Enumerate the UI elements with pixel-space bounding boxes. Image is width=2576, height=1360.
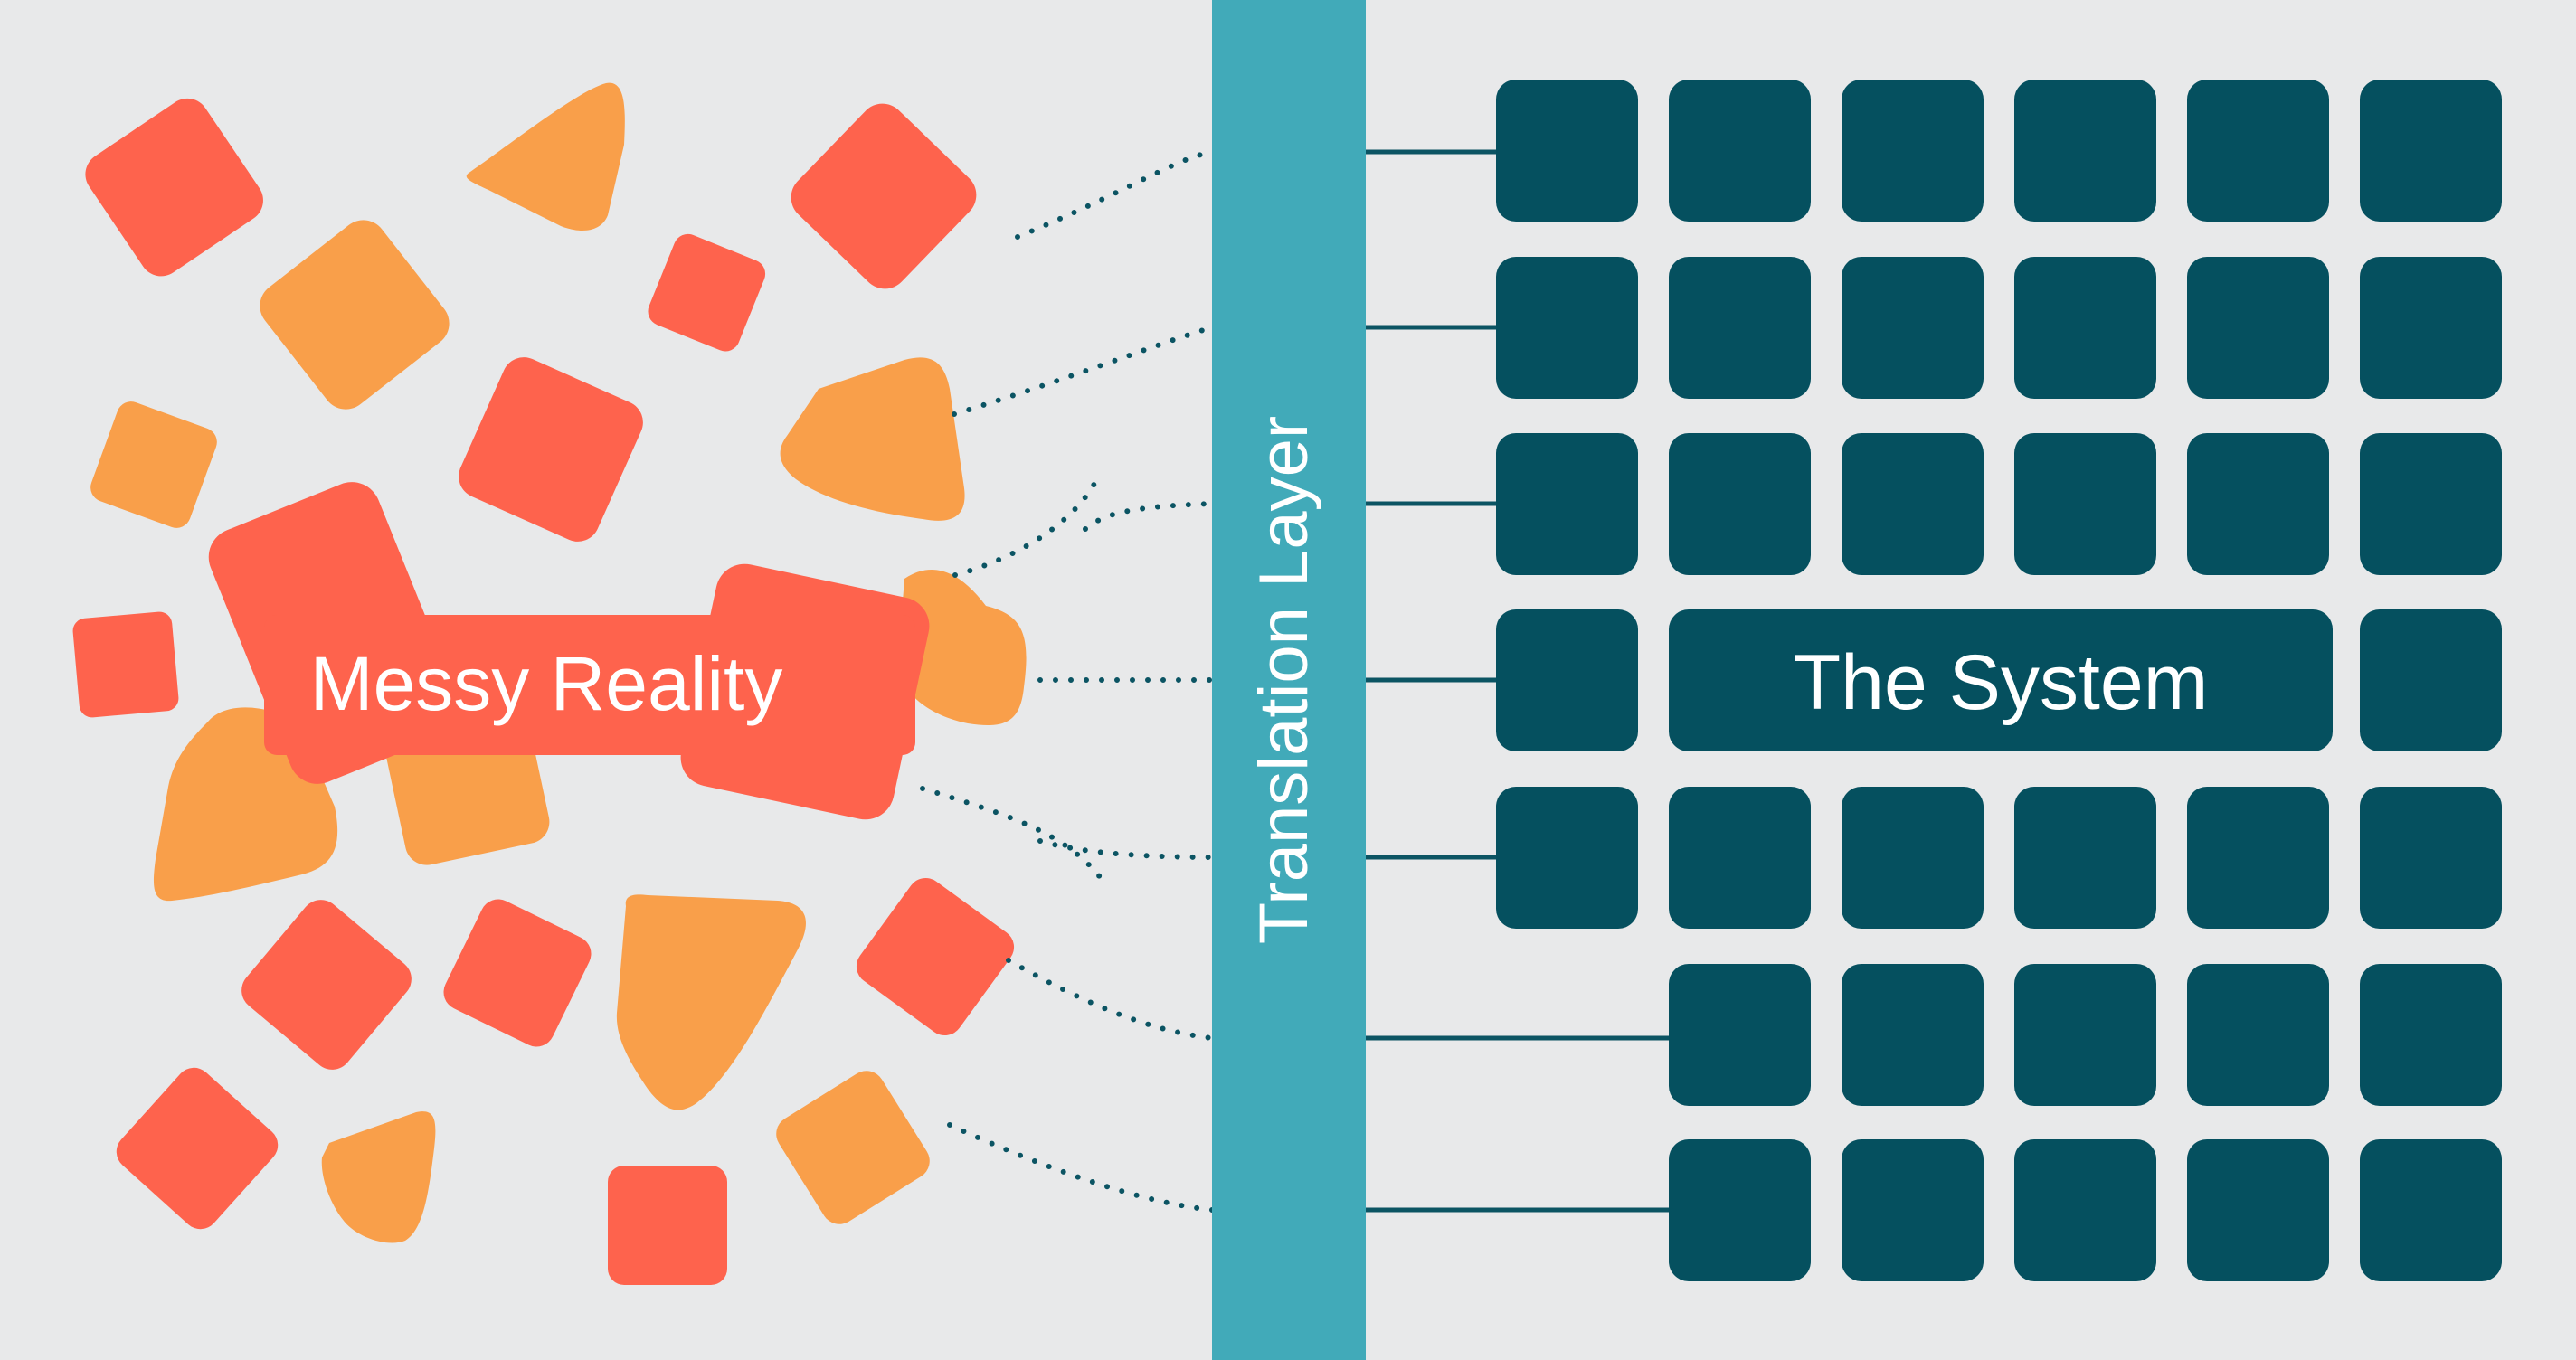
dotted-connector <box>920 786 1106 884</box>
system-block <box>1842 433 1984 575</box>
dotted-connector <box>952 472 1102 578</box>
system-block <box>2014 964 2156 1106</box>
translation-layer-label: Translation Layer <box>1245 416 1322 944</box>
system-block <box>2187 433 2329 575</box>
system-block <box>2360 964 2502 1106</box>
system-block <box>1842 80 1984 222</box>
system-block <box>1669 257 1811 399</box>
system-block <box>2360 1139 2502 1281</box>
system-grid <box>1496 80 2502 1281</box>
system-block <box>1842 257 1984 399</box>
dotted-connector <box>947 1122 1215 1213</box>
messy-shape-orange <box>90 401 217 528</box>
system-block <box>1496 609 1638 751</box>
the-system-label: The System <box>1794 639 2209 726</box>
system-block <box>1496 257 1638 399</box>
system-block <box>2360 609 2502 751</box>
dotted-connector <box>1083 501 1215 532</box>
system-connectors <box>1366 149 1669 1213</box>
messy-shape-red <box>856 877 1015 1036</box>
messy-shape-red <box>608 1166 727 1285</box>
messy-shape-orange <box>260 220 450 410</box>
dotted-connectors <box>920 149 1215 1213</box>
messy-shape-orange <box>776 1071 930 1224</box>
system-block <box>2014 1139 2156 1281</box>
system-block <box>1842 1139 1984 1281</box>
system-block <box>1669 787 1811 929</box>
system-block <box>1669 80 1811 222</box>
messy-shape-orange <box>466 82 625 231</box>
dotted-connector <box>952 325 1215 417</box>
system-block <box>2014 787 2156 929</box>
messy-shape-red <box>72 611 179 718</box>
messy-shape-red <box>459 357 643 542</box>
system-block <box>2187 1139 2329 1281</box>
messy-shape-red <box>443 899 592 1047</box>
system-block <box>2360 433 2502 575</box>
system-block <box>2014 257 2156 399</box>
system-block <box>1496 787 1638 929</box>
system-block <box>1669 1139 1811 1281</box>
system-block <box>2187 787 2329 929</box>
the-system-block: The System <box>1669 609 2333 751</box>
system-block <box>1496 80 1638 222</box>
messy-shape-orange <box>780 357 965 521</box>
dotted-connector <box>1015 149 1215 240</box>
dotted-connector <box>1006 958 1215 1041</box>
messy-shape-red <box>648 233 766 352</box>
messy-shape-red <box>791 103 977 289</box>
messy-shape-red <box>242 900 412 1070</box>
system-block <box>1842 787 1984 929</box>
system-block <box>1496 433 1638 575</box>
messy-reality-card: Messy Reality <box>208 482 930 820</box>
system-block <box>1669 433 1811 575</box>
messy-shape-red <box>116 1067 279 1230</box>
system-block <box>2360 80 2502 222</box>
messy-shape-red <box>85 98 263 277</box>
system-block <box>2187 80 2329 222</box>
messy-reality-label: Messy Reality <box>310 641 783 726</box>
messy-shape-orange <box>897 570 1027 725</box>
system-block <box>2187 964 2329 1106</box>
system-block <box>1669 964 1811 1106</box>
system-block <box>2014 80 2156 222</box>
system-block <box>2014 433 2156 575</box>
messy-shape-orange <box>616 894 806 1110</box>
messy-shape-orange <box>321 1111 436 1243</box>
translation-layer-bar: Translation Layer <box>1212 0 1366 1360</box>
system-block <box>2187 257 2329 399</box>
system-block <box>1842 964 1984 1106</box>
dotted-connector <box>1037 838 1215 860</box>
system-block <box>2360 787 2502 929</box>
system-block <box>2360 257 2502 399</box>
